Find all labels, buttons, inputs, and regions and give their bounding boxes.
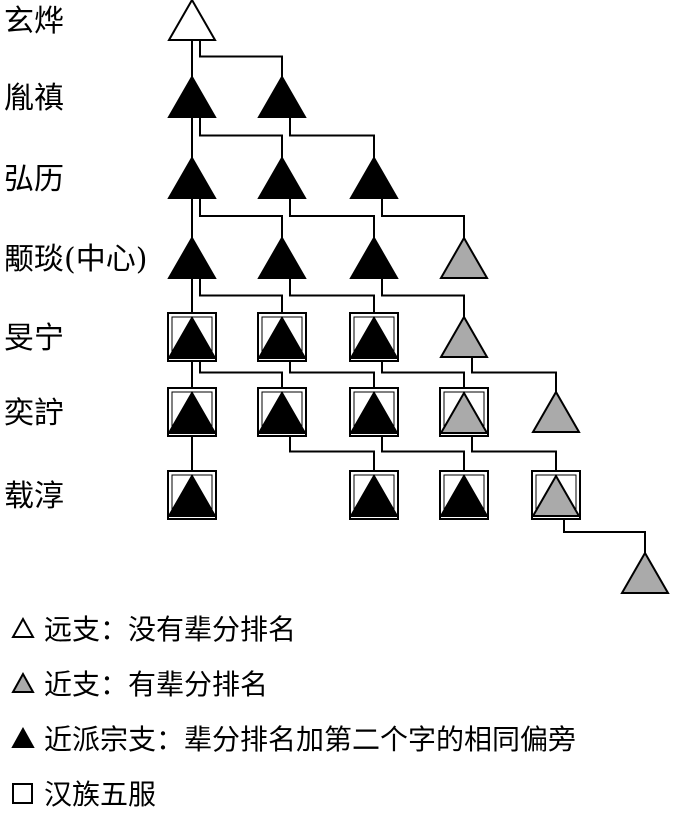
branch-triangle-close bbox=[167, 155, 217, 199]
generation-label-6: 载淳 bbox=[4, 479, 64, 514]
lineage-line-e1-f2 bbox=[199, 361, 283, 388]
member-node-g1 bbox=[167, 470, 217, 520]
lineage-line-c2-d3 bbox=[289, 198, 375, 238]
lineage-line-f3-g4 bbox=[381, 436, 465, 471]
legend-item-0: 远支：没有辈分排名 bbox=[10, 612, 685, 646]
member-node-b1 bbox=[167, 74, 217, 118]
member-node-h1 bbox=[620, 550, 670, 594]
member-node-d4 bbox=[439, 235, 489, 279]
branch-triangle-close bbox=[257, 74, 307, 118]
generation-label-5: 奕詝 bbox=[4, 396, 64, 431]
member-node-e1 bbox=[167, 312, 217, 362]
lineage-line-b1-c2 bbox=[199, 117, 283, 158]
member-node-e3 bbox=[349, 312, 399, 362]
lineage-line-d2-e3 bbox=[289, 278, 375, 313]
branch-triangle-close bbox=[349, 315, 399, 359]
lineage-line-d1-e2 bbox=[199, 278, 283, 313]
legend-item-1: 近支：有辈分排名 bbox=[10, 667, 685, 701]
member-node-f2 bbox=[257, 387, 307, 437]
legend-item-3: 汉族五服 bbox=[10, 777, 685, 811]
lineage-line-a1-b2 bbox=[199, 40, 283, 77]
lineage-line-e3-f4 bbox=[381, 361, 465, 388]
triangle-icon bbox=[11, 616, 35, 638]
generation-label-2: 弘历 bbox=[4, 162, 64, 197]
member-node-b2 bbox=[257, 74, 307, 118]
triangle-icon bbox=[11, 671, 35, 693]
generation-label-1: 胤禛 bbox=[4, 81, 64, 116]
legend-text: 近派宗支：辈分排名加第二个字的相同偏旁 bbox=[44, 723, 577, 756]
branch-triangle-close bbox=[349, 390, 399, 434]
branch-triangle-close bbox=[349, 155, 399, 199]
lineage-line-e2-f3 bbox=[289, 361, 375, 388]
generation-label-0: 玄烨 bbox=[4, 4, 64, 39]
branch-triangle-near bbox=[531, 473, 581, 517]
branch-triangle-near bbox=[439, 314, 489, 358]
member-node-c1 bbox=[167, 155, 217, 199]
member-node-c2 bbox=[257, 155, 307, 199]
member-node-d2 bbox=[257, 235, 307, 279]
member-node-e2 bbox=[257, 312, 307, 362]
lineage-line-f2-g3 bbox=[289, 436, 375, 471]
branch-triangle-close bbox=[167, 390, 217, 434]
member-nodes bbox=[167, 0, 670, 594]
legend: 远支：没有辈分排名近支：有辈分排名近派宗支：辈分排名加第二个字的相同偏旁汉族五服 bbox=[10, 612, 685, 832]
lineage-line-b2-c3 bbox=[289, 117, 375, 158]
branch-triangle-close bbox=[257, 390, 307, 434]
branch-triangle-close bbox=[439, 473, 489, 517]
member-node-d1 bbox=[167, 235, 217, 279]
branch-triangle-close bbox=[167, 473, 217, 517]
lineage-line-e4-f5 bbox=[471, 357, 557, 392]
member-node-f5 bbox=[531, 389, 581, 433]
generation-label-3: 颙琰(中心) bbox=[4, 242, 147, 277]
branch-triangle-close bbox=[257, 315, 307, 359]
member-node-g5 bbox=[531, 470, 581, 520]
legend-text: 近支：有辈分排名 bbox=[44, 668, 269, 701]
generation-label-4: 旻宁 bbox=[4, 321, 64, 356]
branch-triangle-near bbox=[439, 235, 489, 279]
branch-triangle-close bbox=[167, 74, 217, 118]
lineage-line-f4-g5 bbox=[471, 436, 557, 471]
member-node-e4 bbox=[439, 314, 489, 358]
lineage-line-g5-h1 bbox=[563, 519, 646, 553]
branch-triangle-close bbox=[167, 315, 217, 359]
member-node-f1 bbox=[167, 387, 217, 437]
square-icon bbox=[12, 783, 33, 804]
member-node-f4 bbox=[439, 387, 489, 437]
branch-triangle-near bbox=[620, 550, 670, 594]
lineage-line-c3-d4 bbox=[381, 198, 465, 238]
branch-triangle-close bbox=[349, 473, 399, 517]
member-node-d3 bbox=[349, 235, 399, 279]
member-node-c3 bbox=[349, 155, 399, 199]
branch-triangle-close bbox=[257, 155, 307, 199]
member-node-g4 bbox=[439, 470, 489, 520]
legend-item-2: 近派宗支：辈分排名加第二个字的相同偏旁 bbox=[10, 722, 685, 756]
branch-triangle-near bbox=[439, 390, 489, 434]
branch-triangle-close bbox=[257, 235, 307, 279]
lineage-lines bbox=[191, 40, 646, 553]
branch-triangle-close bbox=[167, 235, 217, 279]
branch-triangle-close bbox=[349, 235, 399, 279]
member-node-g3 bbox=[349, 470, 399, 520]
member-node-f3 bbox=[349, 387, 399, 437]
lineage-line-d3-e4 bbox=[381, 278, 465, 317]
lineage-line-c1-d2 bbox=[199, 198, 283, 238]
branch-triangle-far bbox=[167, 0, 217, 41]
legend-text: 远支：没有辈分排名 bbox=[44, 613, 297, 646]
branch-triangle-near bbox=[531, 389, 581, 433]
legend-text: 汉族五服 bbox=[44, 778, 157, 811]
member-node-a1 bbox=[167, 0, 217, 41]
triangle-icon bbox=[11, 726, 35, 748]
